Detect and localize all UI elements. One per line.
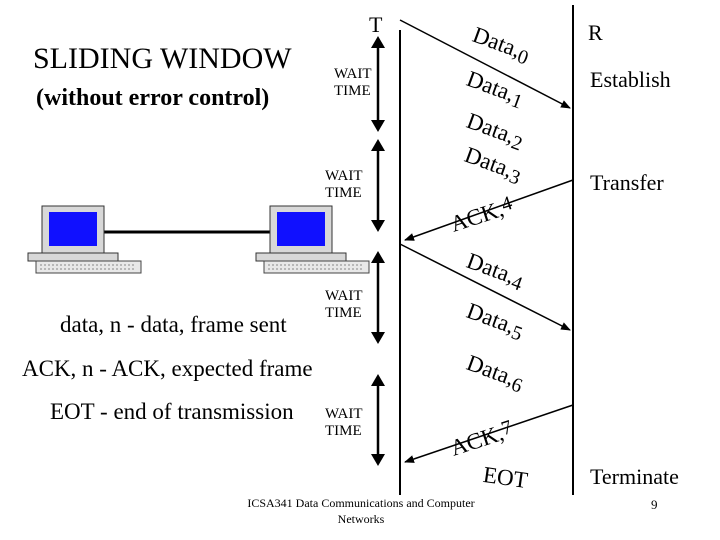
phase-establish: Establish xyxy=(590,67,671,92)
wait-time-label: WAIT TIME xyxy=(325,168,363,201)
computer-icon xyxy=(27,205,142,274)
wait-time-label: WAIT TIME xyxy=(325,288,363,321)
computer-icon xyxy=(255,205,370,274)
footer-course: ICSA341 Data Communications and Computer… xyxy=(247,496,475,526)
frame-arrow-data4 xyxy=(399,243,571,331)
frame-arrow-data0 xyxy=(399,19,571,109)
wait-time-arrow xyxy=(371,251,385,344)
frame-arrow-ack4 xyxy=(404,179,574,241)
wait-time-label: WAIT TIME xyxy=(334,66,372,99)
page-subtitle: (without error control) xyxy=(36,85,270,111)
wait-time-arrow xyxy=(371,374,385,466)
wait-time-arrow xyxy=(371,139,385,232)
phase-terminate: Terminate xyxy=(590,464,679,489)
wait-time-arrow xyxy=(371,36,385,132)
legend-eot: EOT - end of transmission xyxy=(50,399,294,424)
page-number: 9 xyxy=(651,497,658,512)
frame-arrow-ack7 xyxy=(404,404,574,463)
legend-data: data, n - data, frame sent xyxy=(60,312,287,337)
receiver-label: R xyxy=(588,20,603,45)
phase-transfer: Transfer xyxy=(590,170,664,195)
wait-time-label: WAIT TIME xyxy=(325,406,363,439)
page-title: SLIDING WINDOW xyxy=(33,42,292,75)
transmitter-label: T xyxy=(369,12,383,37)
legend-ack: ACK, n - ACK, expected frame xyxy=(22,356,313,381)
